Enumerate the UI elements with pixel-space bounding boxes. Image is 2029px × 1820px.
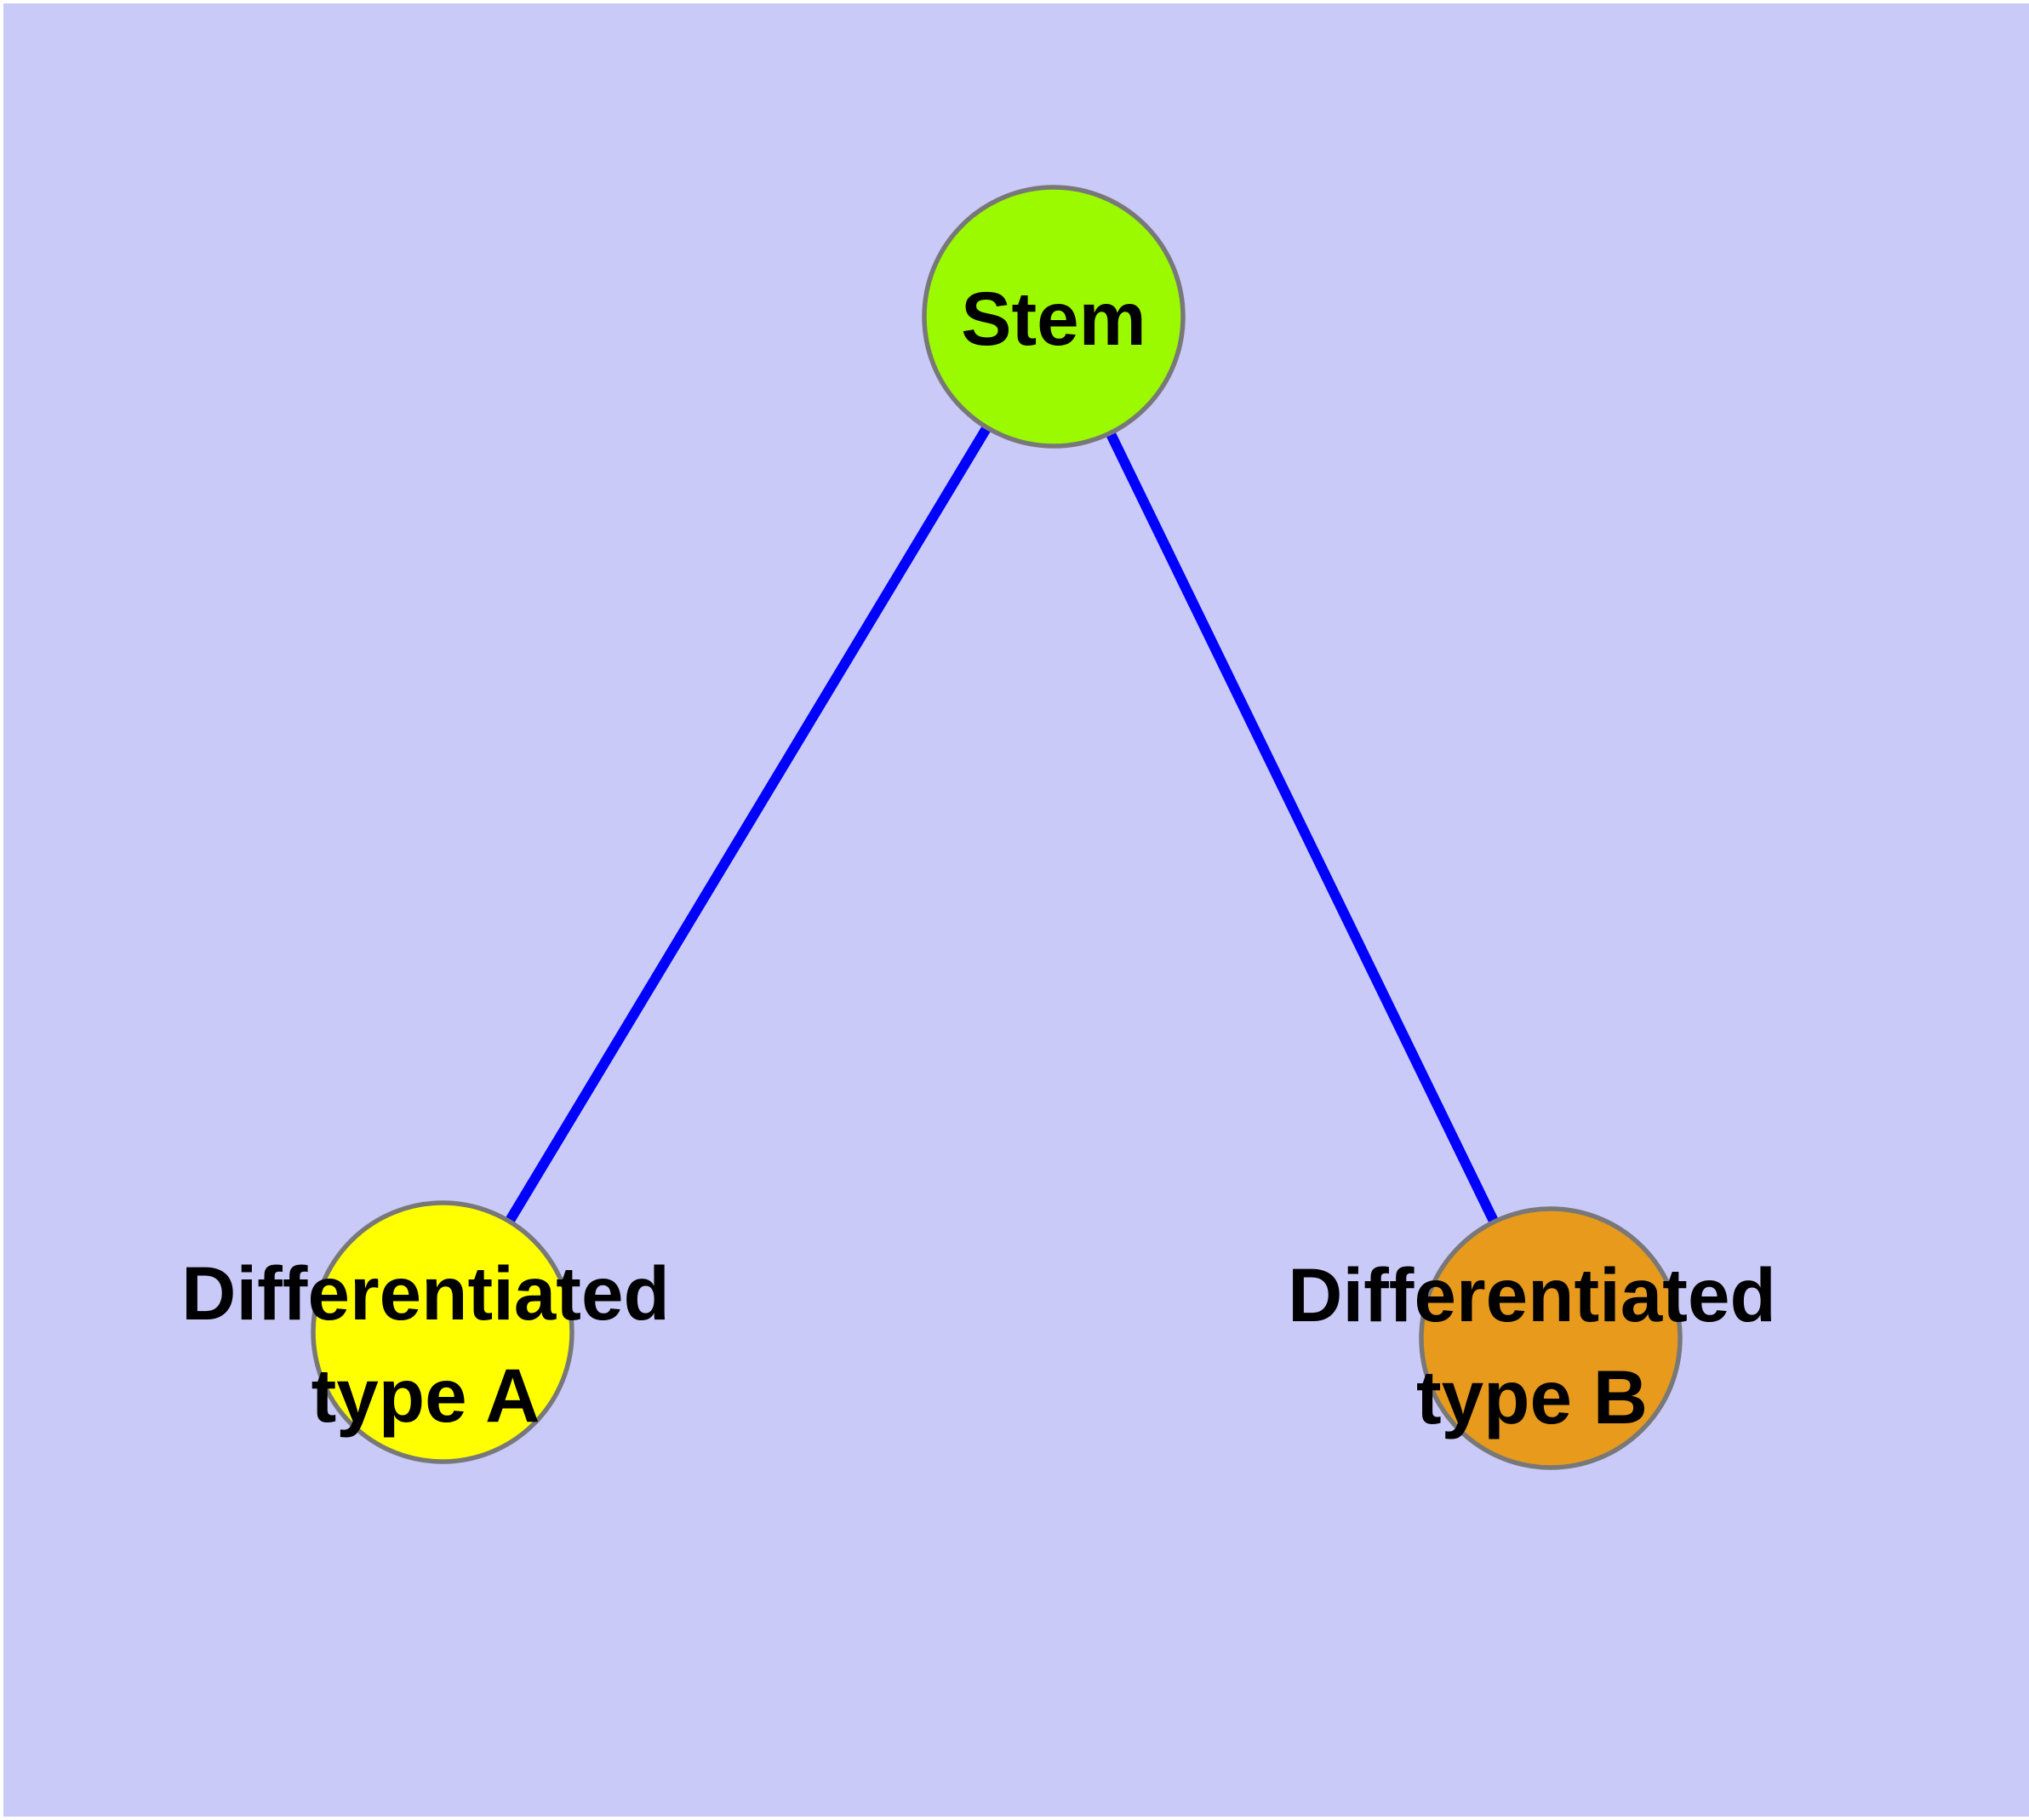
- node-type-a-label-line1: Differentiated: [181, 1251, 670, 1336]
- node-type-b-circle: [1419, 1206, 1683, 1470]
- edge-stem-to-type-a: [437, 313, 1059, 1336]
- node-type-b-label-line2: type B: [1416, 1354, 1648, 1439]
- node-type-b-label-line1: Differentiated: [1288, 1252, 1776, 1337]
- node-stem-circle: [922, 185, 1186, 449]
- node-type-a-label-line2: type A: [311, 1353, 540, 1438]
- node-stem-label: Stem: [961, 276, 1146, 361]
- edge-group: [437, 313, 1556, 1341]
- node-type-a-circle: [311, 1200, 574, 1464]
- edge-stem-to-type-b: [1049, 314, 1556, 1341]
